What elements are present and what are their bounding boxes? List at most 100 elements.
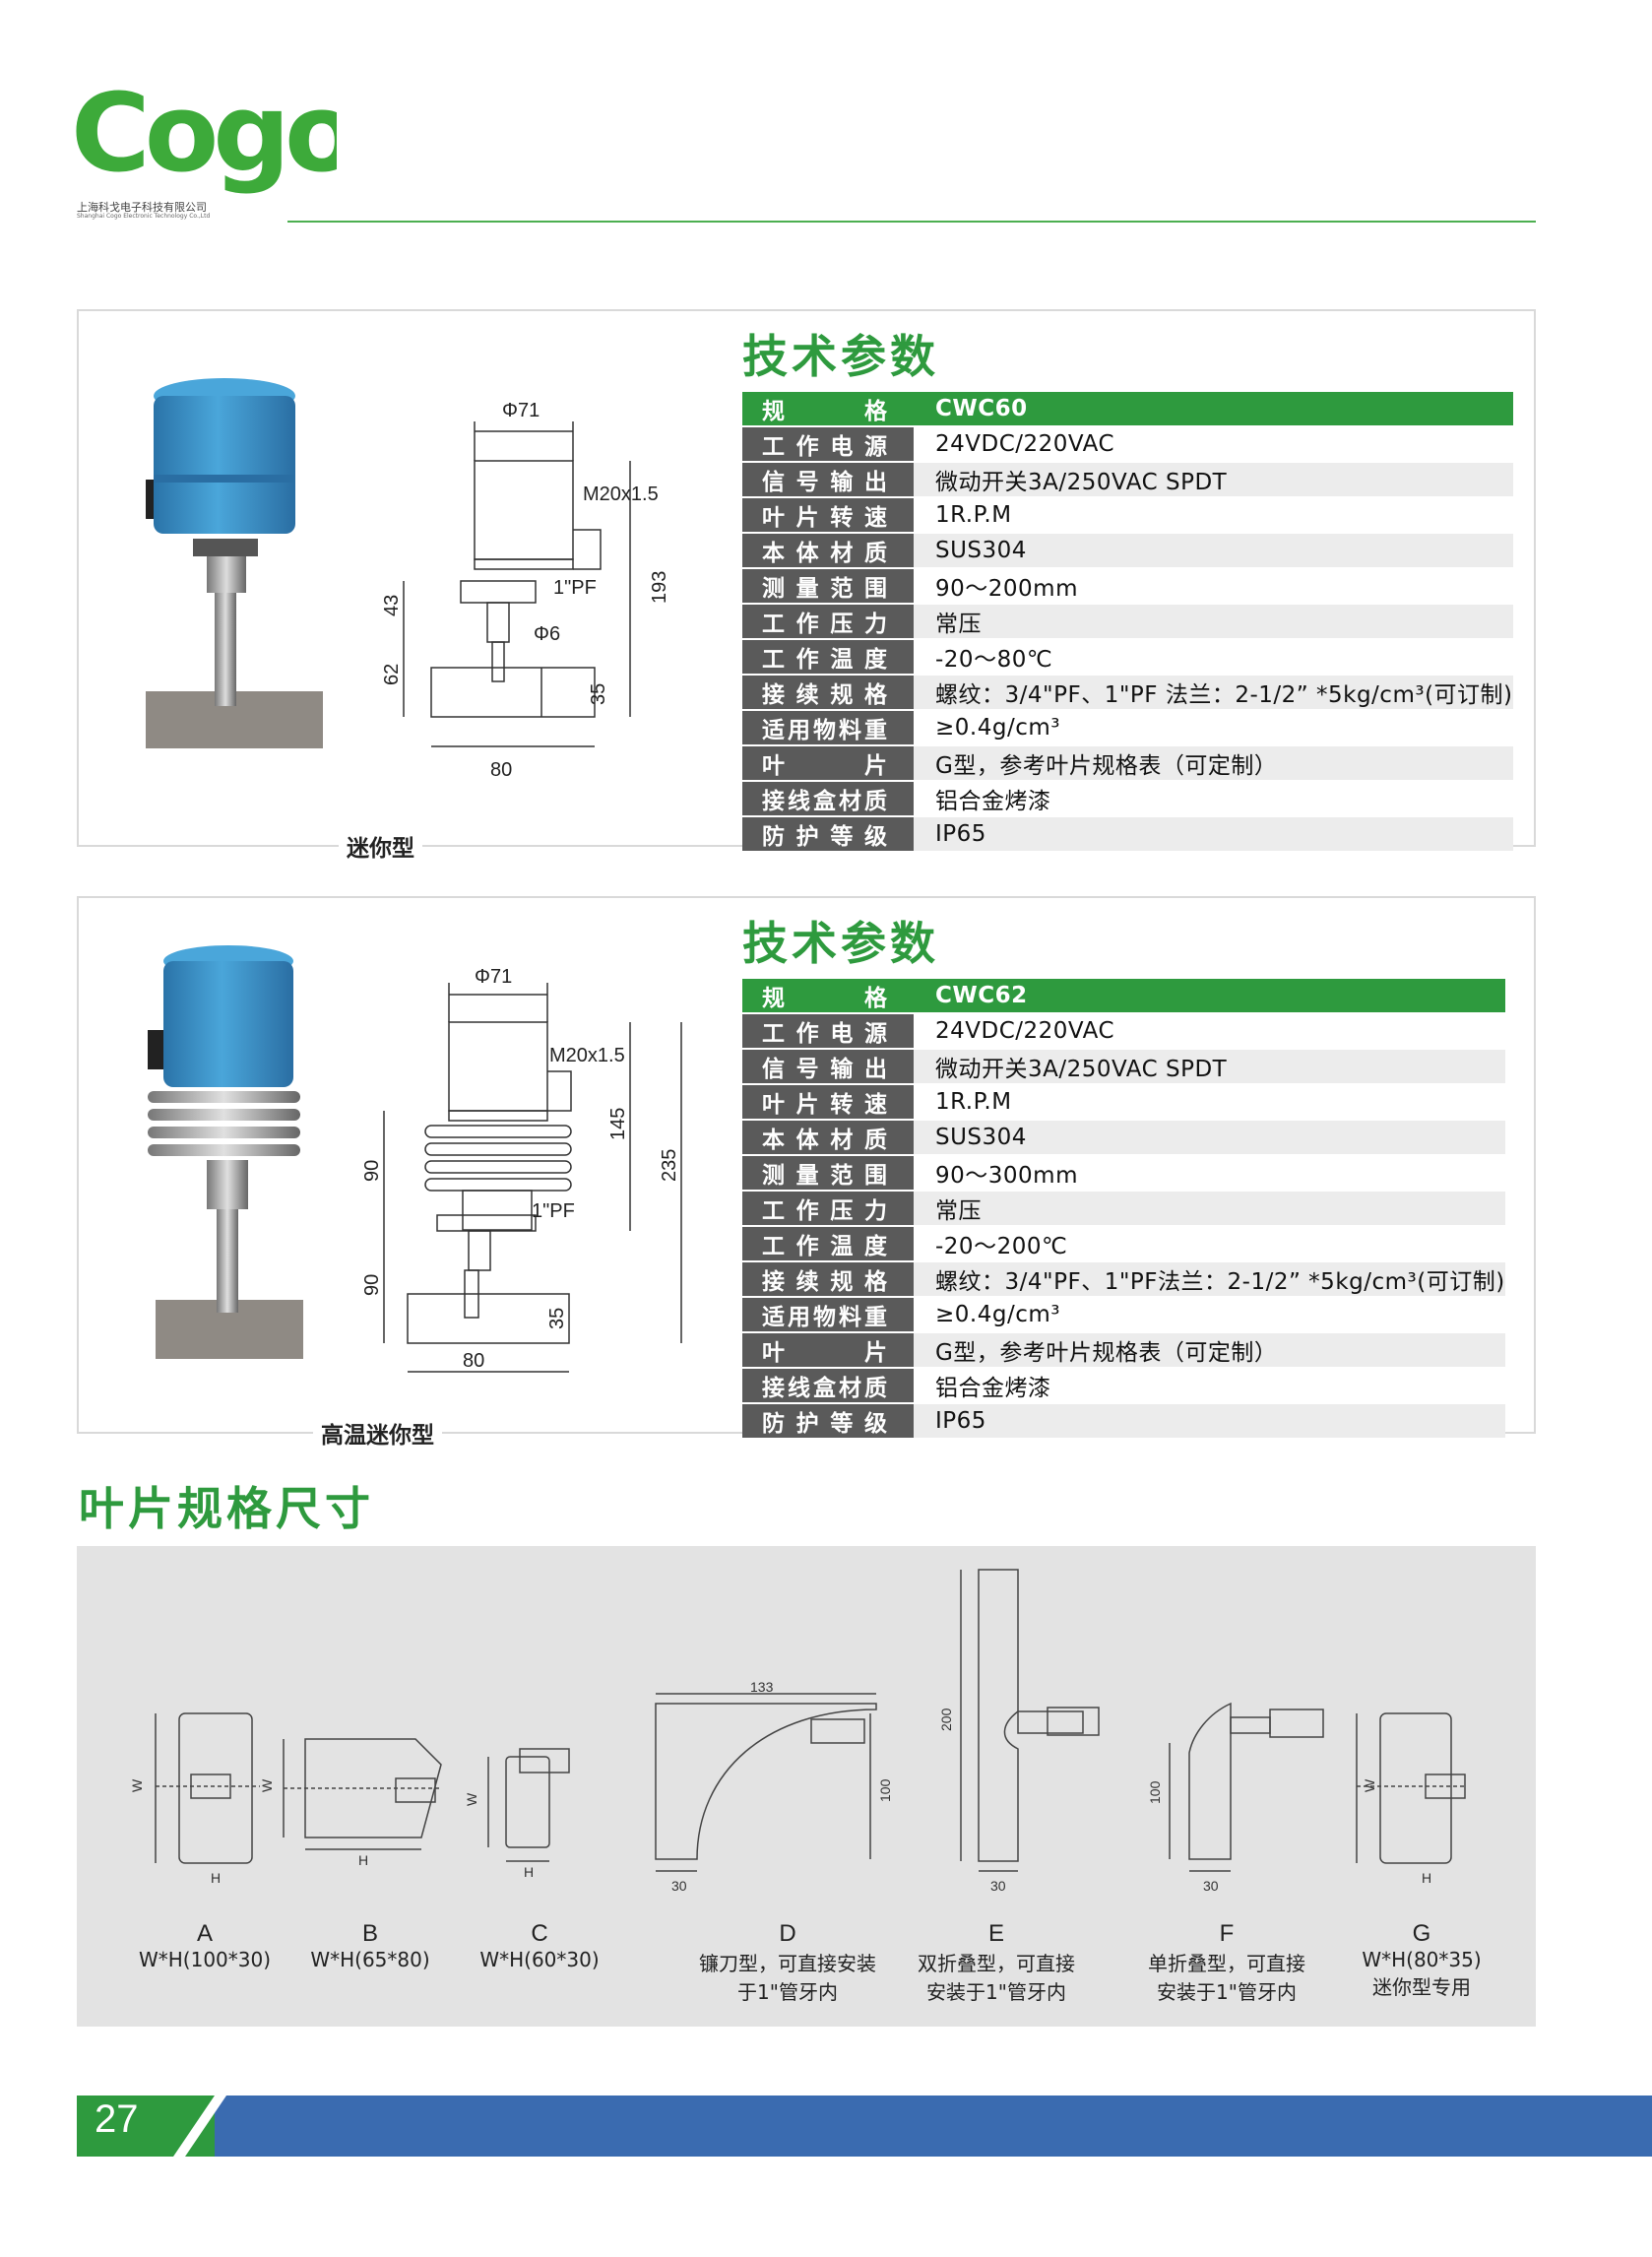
footer-bar (187, 2096, 1652, 2157)
spec-label: 信号输出 (742, 1050, 914, 1083)
product-photo-cwc60 (146, 378, 323, 748)
spec-label: 接续规格 (742, 1262, 914, 1296)
spec-label: 测量范围 (742, 1156, 914, 1190)
product-caption: 高温迷你型 (313, 1416, 442, 1450)
spec-value: IP65 (914, 1404, 1505, 1438)
blade-e-shape (978, 1569, 1019, 1862)
spec-value: IP65 (914, 817, 1513, 851)
blade-letter: C (531, 1920, 548, 1947)
spec-value: 螺纹：3/4"PF、1"PF法兰：2-1/2” *5kg/cm³(可订制) (914, 1262, 1505, 1296)
spec-row: 接续规格螺纹：3/4"PF、1"PF 法兰：2-1/2” *5kg/cm³(可订… (742, 676, 1513, 709)
spec-label: 防护等级 (742, 817, 914, 851)
blade-f-shape (1188, 1702, 1232, 1860)
spec-label: 测量范围 (742, 569, 914, 603)
spec-label: 信号输出 (742, 463, 914, 496)
dim-80: 80 (463, 1350, 484, 1372)
dim-90-lower: 90 (361, 1274, 383, 1296)
dim-shaft: Φ6 (534, 623, 560, 645)
blade-d-30: 30 (671, 1878, 687, 1894)
blade-g-shape (1379, 1712, 1452, 1864)
blade-desc-line1: 双折叠型，可直接 (918, 1952, 1075, 1975)
spec-value: 1R.P.M (914, 1085, 1505, 1119)
spec-label: 工作压力 (742, 1192, 914, 1225)
blade-a-h: H (211, 1870, 221, 1886)
spec-label: 本体材质 (742, 534, 914, 567)
spec-row: 工作温度-20～200℃ (742, 1227, 1505, 1260)
blade-spec-panel (77, 1546, 1536, 2027)
blade-letter: A (196, 1920, 214, 1947)
spec-value: 90～200mm (914, 569, 1513, 603)
dim-145: 145 (607, 1108, 629, 1140)
spec-row: 工作压力常压 (742, 605, 1513, 638)
dim-90-upper: 90 (361, 1160, 383, 1182)
dim-thread: M20x1.5 (549, 1045, 625, 1066)
blade-g-h: H (1422, 1870, 1431, 1886)
spec-title: 技术参数 (742, 917, 939, 970)
spec-label: 规格 (742, 392, 914, 425)
blade-letter: G (1412, 1920, 1431, 1947)
spec-label: 接线盒材质 (742, 782, 914, 815)
spec-row: 接线盒材质铝合金烤漆 (742, 782, 1513, 815)
spec-label: 工作温度 (742, 1227, 914, 1260)
spec-value: 90～300mm (914, 1156, 1505, 1190)
blade-desc-line2: 安装于1"管牙内 (926, 1980, 1066, 2004)
spec-value: 微动开关3A/250VAC SPDT (914, 463, 1513, 496)
dim-thread: M20x1.5 (583, 484, 659, 505)
spec-value: 常压 (914, 1192, 1505, 1225)
spec-value: G型，参考叶片规格表（可定制） (914, 1333, 1505, 1367)
spec-value: 24VDC/220VAC (914, 427, 1513, 461)
spec-label: 叶片 (742, 746, 914, 780)
blade-letter: F (1219, 1920, 1235, 1947)
dim-62: 62 (381, 664, 403, 685)
spec-value: SUS304 (914, 534, 1513, 567)
spec-label: 工作压力 (742, 605, 914, 638)
blade-d-133: 133 (750, 1679, 774, 1695)
blade-label-e: E 双折叠型，可直接安装于1"管牙内 (918, 1920, 1075, 2005)
spec-row: 接续规格螺纹：3/4"PF、1"PF法兰：2-1/2” *5kg/cm³(可订制… (742, 1262, 1505, 1296)
header-divider (287, 221, 1536, 223)
spec-row: 信号输出微动开关3A/250VAC SPDT (742, 1050, 1505, 1083)
spec-row: 工作温度-20～80℃ (742, 640, 1513, 674)
blade-desc-line1: W*H(100*30) (138, 1948, 272, 1971)
blade-desc-line1: W*H(80*35) (1362, 1948, 1482, 1971)
dimension-drawing-cwc62: Φ71 M20x1.5 1"PF 145 235 90 90 35 80 (361, 966, 682, 1373)
dim-pf: 1"PF (532, 1200, 575, 1222)
spec-value: CWC62 (914, 979, 1505, 1012)
blade-section-title: 叶片规格尺寸 (79, 1482, 374, 1535)
blade-desc-line2: 迷你型专用 (1371, 1975, 1471, 1999)
spec-value: 24VDC/220VAC (914, 1014, 1505, 1048)
spec-value: 微动开关3A/250VAC SPDT (914, 1050, 1505, 1083)
blade-g-w: W (1362, 1778, 1377, 1792)
spec-value: ≥0.4g/cm³ (914, 711, 1513, 744)
dim-193: 193 (649, 571, 670, 604)
spec-row: 信号输出微动开关3A/250VAC SPDT (742, 463, 1513, 496)
blade-desc-line2: 安装于1"管牙内 (1157, 1980, 1297, 2004)
spec-value: -20～200℃ (914, 1227, 1505, 1260)
spec-value: 铝合金烤漆 (914, 1369, 1505, 1402)
spec-value: CWC60 (914, 392, 1513, 425)
dim-35: 35 (588, 683, 609, 705)
spec-label: 本体材质 (742, 1121, 914, 1154)
footer-slash (173, 2096, 226, 2157)
blade-letter: E (987, 1920, 1004, 1947)
blade-a-w: W (129, 1778, 145, 1792)
blade-d-100: 100 (877, 1778, 893, 1802)
spec-label: 工作电源 (742, 427, 914, 461)
dim-phi71: Φ71 (475, 966, 512, 988)
spec-label: 适用物料重 (742, 1298, 914, 1331)
